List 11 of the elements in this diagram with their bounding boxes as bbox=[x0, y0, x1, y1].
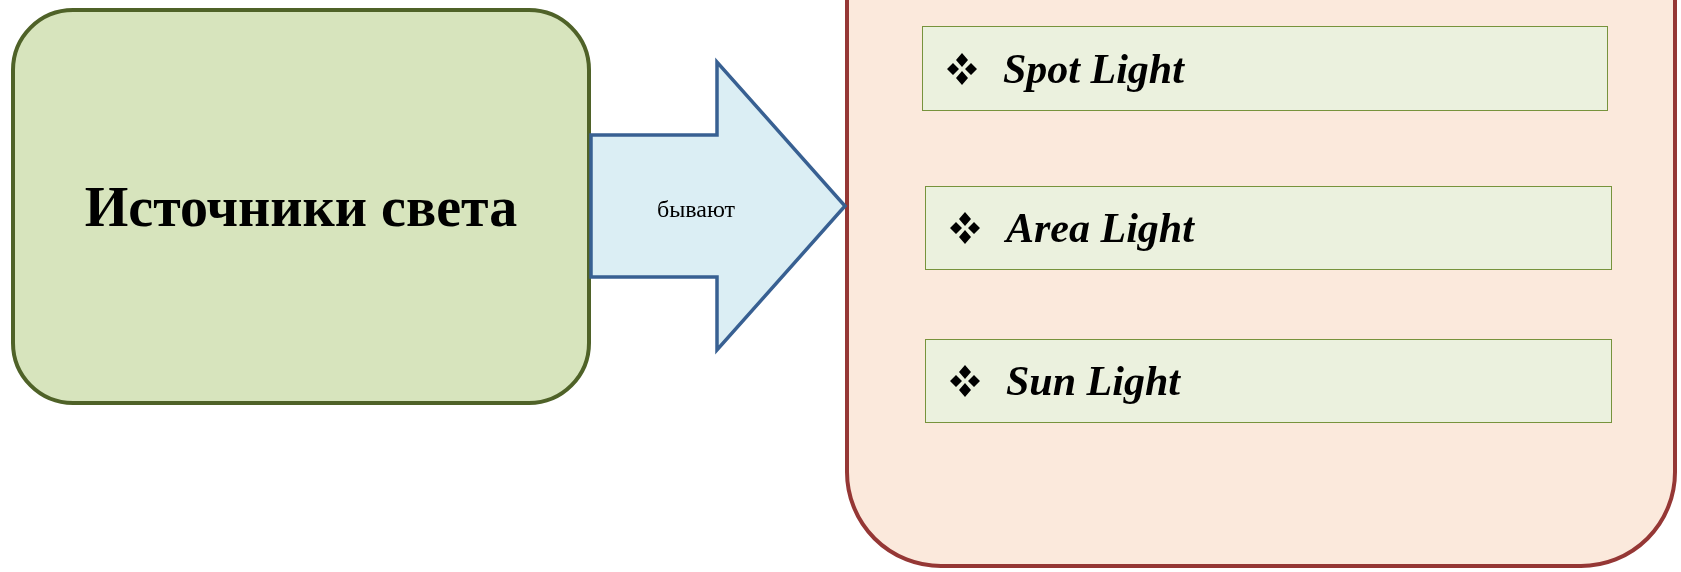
box-title: Источники света bbox=[84, 174, 518, 239]
item-text: Area Light bbox=[1006, 204, 1194, 252]
edge-label: бывают bbox=[656, 195, 736, 223]
list-item-box bbox=[925, 186, 1612, 270]
block-arrow bbox=[589, 57, 848, 355]
group-panel bbox=[845, 0, 1677, 568]
item-text: Sun Light bbox=[1006, 357, 1180, 405]
rounded-box bbox=[11, 8, 591, 405]
list-item-box bbox=[925, 339, 1612, 423]
item-text: Spot Light bbox=[1003, 44, 1184, 93]
list-item-box bbox=[922, 26, 1608, 111]
